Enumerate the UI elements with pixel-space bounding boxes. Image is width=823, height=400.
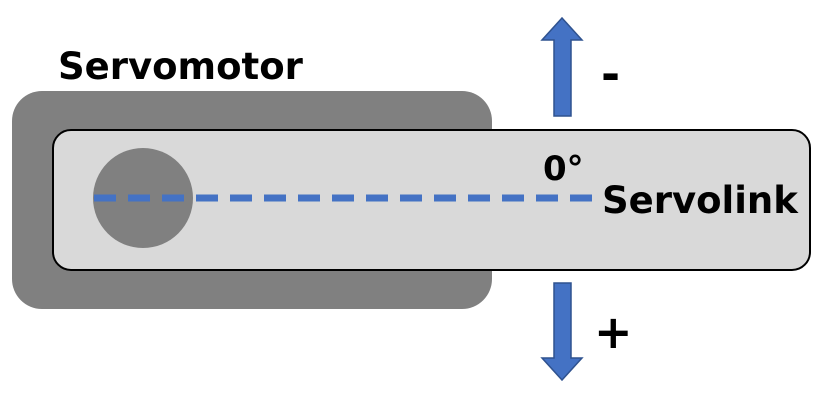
servolink-arm: [52, 129, 811, 271]
angle-label: 0°: [543, 149, 584, 189]
servolink-label: Servolink: [602, 179, 799, 222]
minus-label: -: [601, 47, 620, 101]
down-arrow-icon: [540, 282, 584, 382]
plus-label: +: [594, 305, 633, 359]
up-arrow-icon: [540, 16, 584, 117]
servomotor-label: Servomotor: [58, 45, 304, 88]
